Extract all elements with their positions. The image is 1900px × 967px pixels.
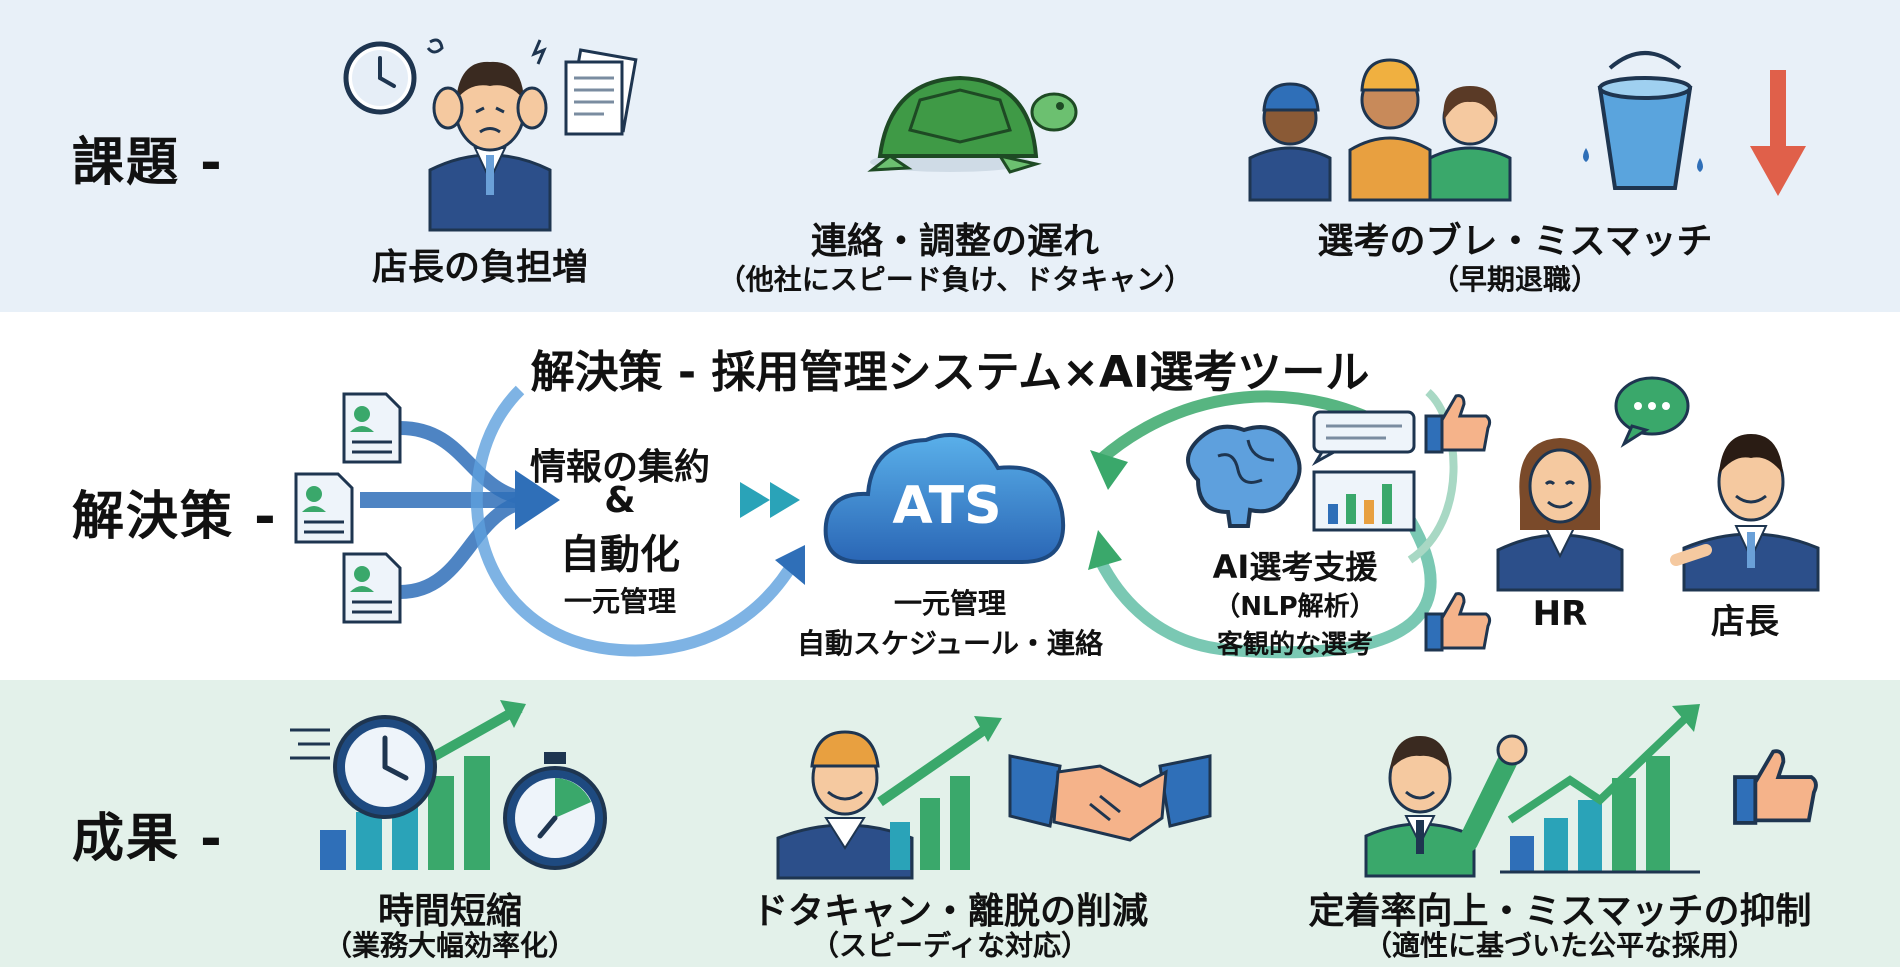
down-arrow-icon xyxy=(1750,70,1806,196)
result-3-sub: （適性に基づいた公平な採用） xyxy=(1363,929,1756,962)
ats-caption-2: 自動スケジュール・連絡 xyxy=(796,627,1104,660)
solution-title: 解決策 - 採用管理システム×AI選考ツール xyxy=(530,347,1370,398)
cloud-icon xyxy=(823,432,1066,564)
integration-line2: & xyxy=(604,480,636,521)
workers-group-icon xyxy=(1248,58,1512,202)
ai-line3: 客観的な選考 xyxy=(1216,630,1373,660)
problem-row-label: 課題 - xyxy=(72,133,224,193)
manager-label: 店長 xyxy=(1711,602,1779,642)
growth-chart-icon xyxy=(1500,704,1700,874)
thumbs-up-icon xyxy=(1424,394,1492,454)
ai-line2: （NLP解析） xyxy=(1214,592,1376,622)
ats-label: ATS xyxy=(892,476,1002,536)
thumbs-up-icon xyxy=(1424,592,1492,652)
brain-icon xyxy=(1186,424,1302,528)
resume-icon xyxy=(342,552,402,624)
chat-bubble-icon xyxy=(1614,376,1690,448)
stopwatch-icon xyxy=(503,752,607,870)
ats-caption-1: 一元管理 xyxy=(893,587,1006,620)
solution-row-label: 解決策 - xyxy=(72,487,278,547)
manager-person-icon xyxy=(1670,434,1820,592)
result-1-title: 時間短縮 xyxy=(377,891,522,932)
result-1-sub: （業務大幅効率化） xyxy=(323,929,576,962)
ai-line1: AI選考支援 xyxy=(1212,548,1378,586)
result-2-sub: （スピーディな対応） xyxy=(810,929,1090,962)
result-2-title: ドタキャン・離脱の削減 xyxy=(751,891,1148,932)
thumbs-up-icon xyxy=(1733,749,1818,825)
integration-line1: 情報の集約 xyxy=(529,447,710,488)
bar-chart-icon xyxy=(1312,470,1416,532)
problem-3-title: 選考のブレ・ミスマッチ xyxy=(1317,221,1713,262)
integration-line3: 自動化 xyxy=(560,532,680,578)
problem-2-title: 連絡・調整の遅れ xyxy=(810,221,1099,262)
integration-line4: 一元管理 xyxy=(563,585,676,618)
cheering-person-icon xyxy=(1364,734,1528,878)
problem-1-title: 店長の負担増 xyxy=(371,247,588,288)
leaking-bucket-icon xyxy=(1583,51,1703,190)
result-row-label: 成果 - xyxy=(72,809,224,869)
hr-person-icon xyxy=(1496,438,1624,592)
staff-person-icon xyxy=(776,730,914,880)
turtle-icon xyxy=(867,75,1078,174)
resume-icon xyxy=(342,392,402,464)
chat-bubble-icon xyxy=(1311,410,1416,467)
hr-label: HR xyxy=(1532,594,1588,634)
documents-icon xyxy=(564,48,638,136)
stressed-manager-icon xyxy=(426,38,552,232)
growth-chart-icon xyxy=(877,716,1002,870)
handshake-icon xyxy=(1008,754,1212,842)
problem-2-sub: （他社にスピード負け、ドタキャン） xyxy=(717,263,1193,296)
clock-icon xyxy=(333,715,437,819)
result-3-title: 定着率向上・ミスマッチの抑制 xyxy=(1308,891,1812,932)
resume-icon xyxy=(294,472,354,544)
problem-3-sub: （早期退職） xyxy=(1430,263,1599,296)
clock-icon xyxy=(343,41,417,115)
